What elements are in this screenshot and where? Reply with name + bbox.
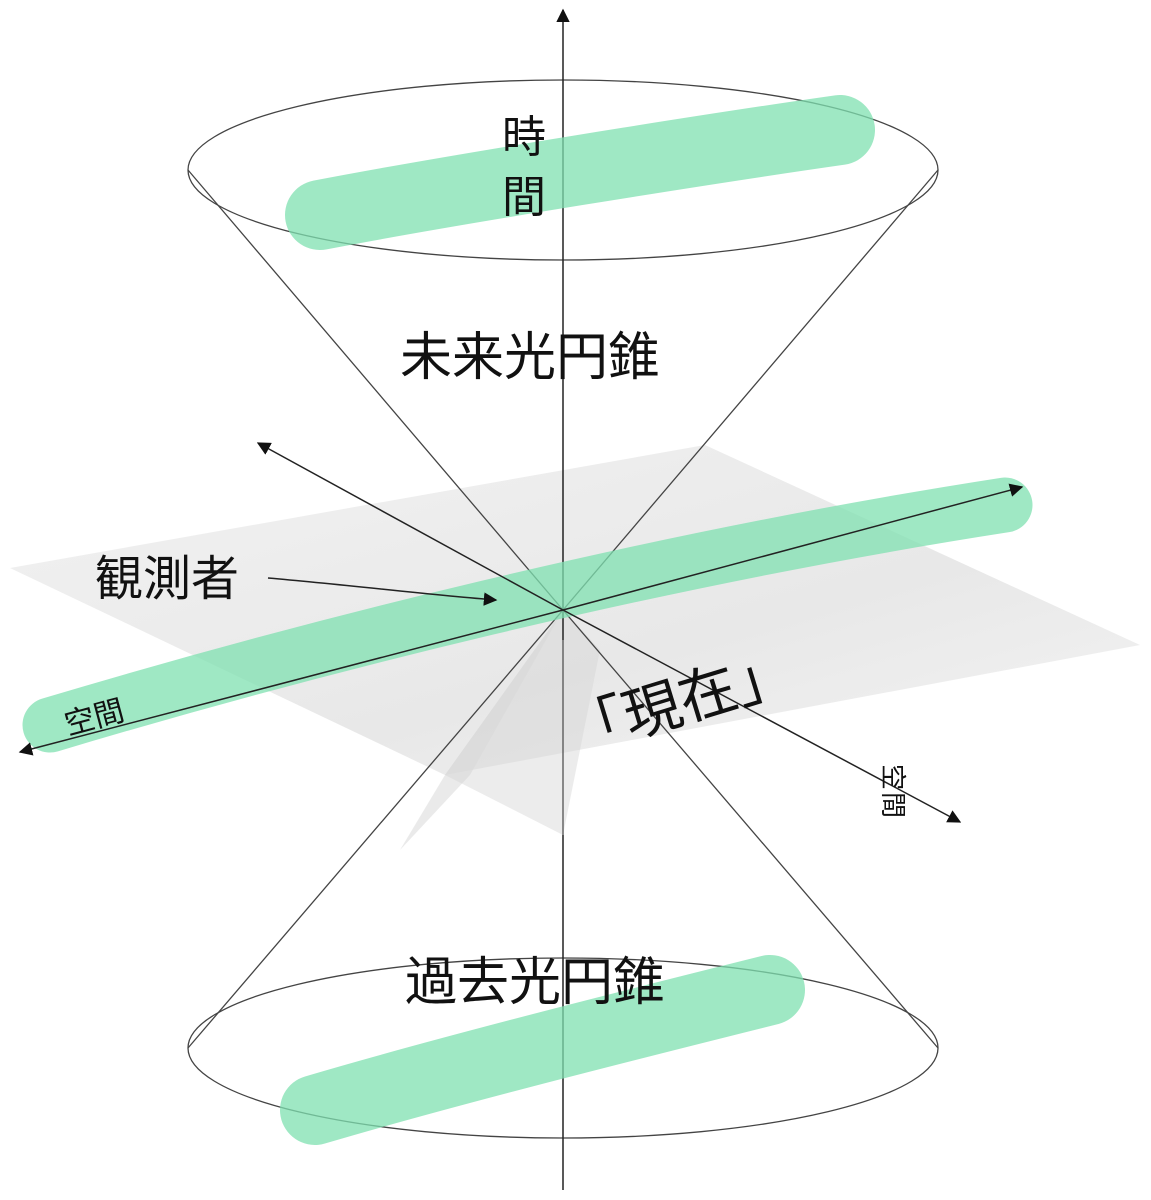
time-label-char-1: 時 bbox=[502, 112, 546, 163]
time-label-char-2: 間 bbox=[502, 172, 546, 223]
future-cone-right-edge bbox=[562, 169, 939, 611]
future-cone-left-edge bbox=[187, 169, 564, 611]
highlight-past bbox=[280, 955, 805, 1145]
past-cone-shadow bbox=[400, 610, 563, 850]
past-cone-left-edge bbox=[187, 609, 564, 1049]
past-cone-right-edge bbox=[562, 609, 939, 1049]
highlight-strokes bbox=[22, 95, 1033, 1145]
space-axis-1 bbox=[562, 483, 1024, 611]
highlight-space bbox=[22, 477, 1033, 753]
highlight-time bbox=[285, 95, 875, 250]
space-axis-1-neg bbox=[18, 609, 564, 756]
future-cone-label: 未来光円錐 bbox=[400, 328, 660, 388]
space-axis-2 bbox=[562, 609, 962, 823]
space-label-right-char-1: 空 bbox=[877, 764, 907, 790]
observer-label: 観測者 bbox=[95, 551, 239, 607]
observer-pointer bbox=[267, 577, 498, 606]
space-label-right-char-2: 間 bbox=[877, 792, 907, 818]
past-cone-label: 過去光円錐 bbox=[405, 953, 665, 1013]
past-cone-shadow-2 bbox=[445, 610, 600, 835]
space-axis-2-neg bbox=[256, 442, 564, 611]
